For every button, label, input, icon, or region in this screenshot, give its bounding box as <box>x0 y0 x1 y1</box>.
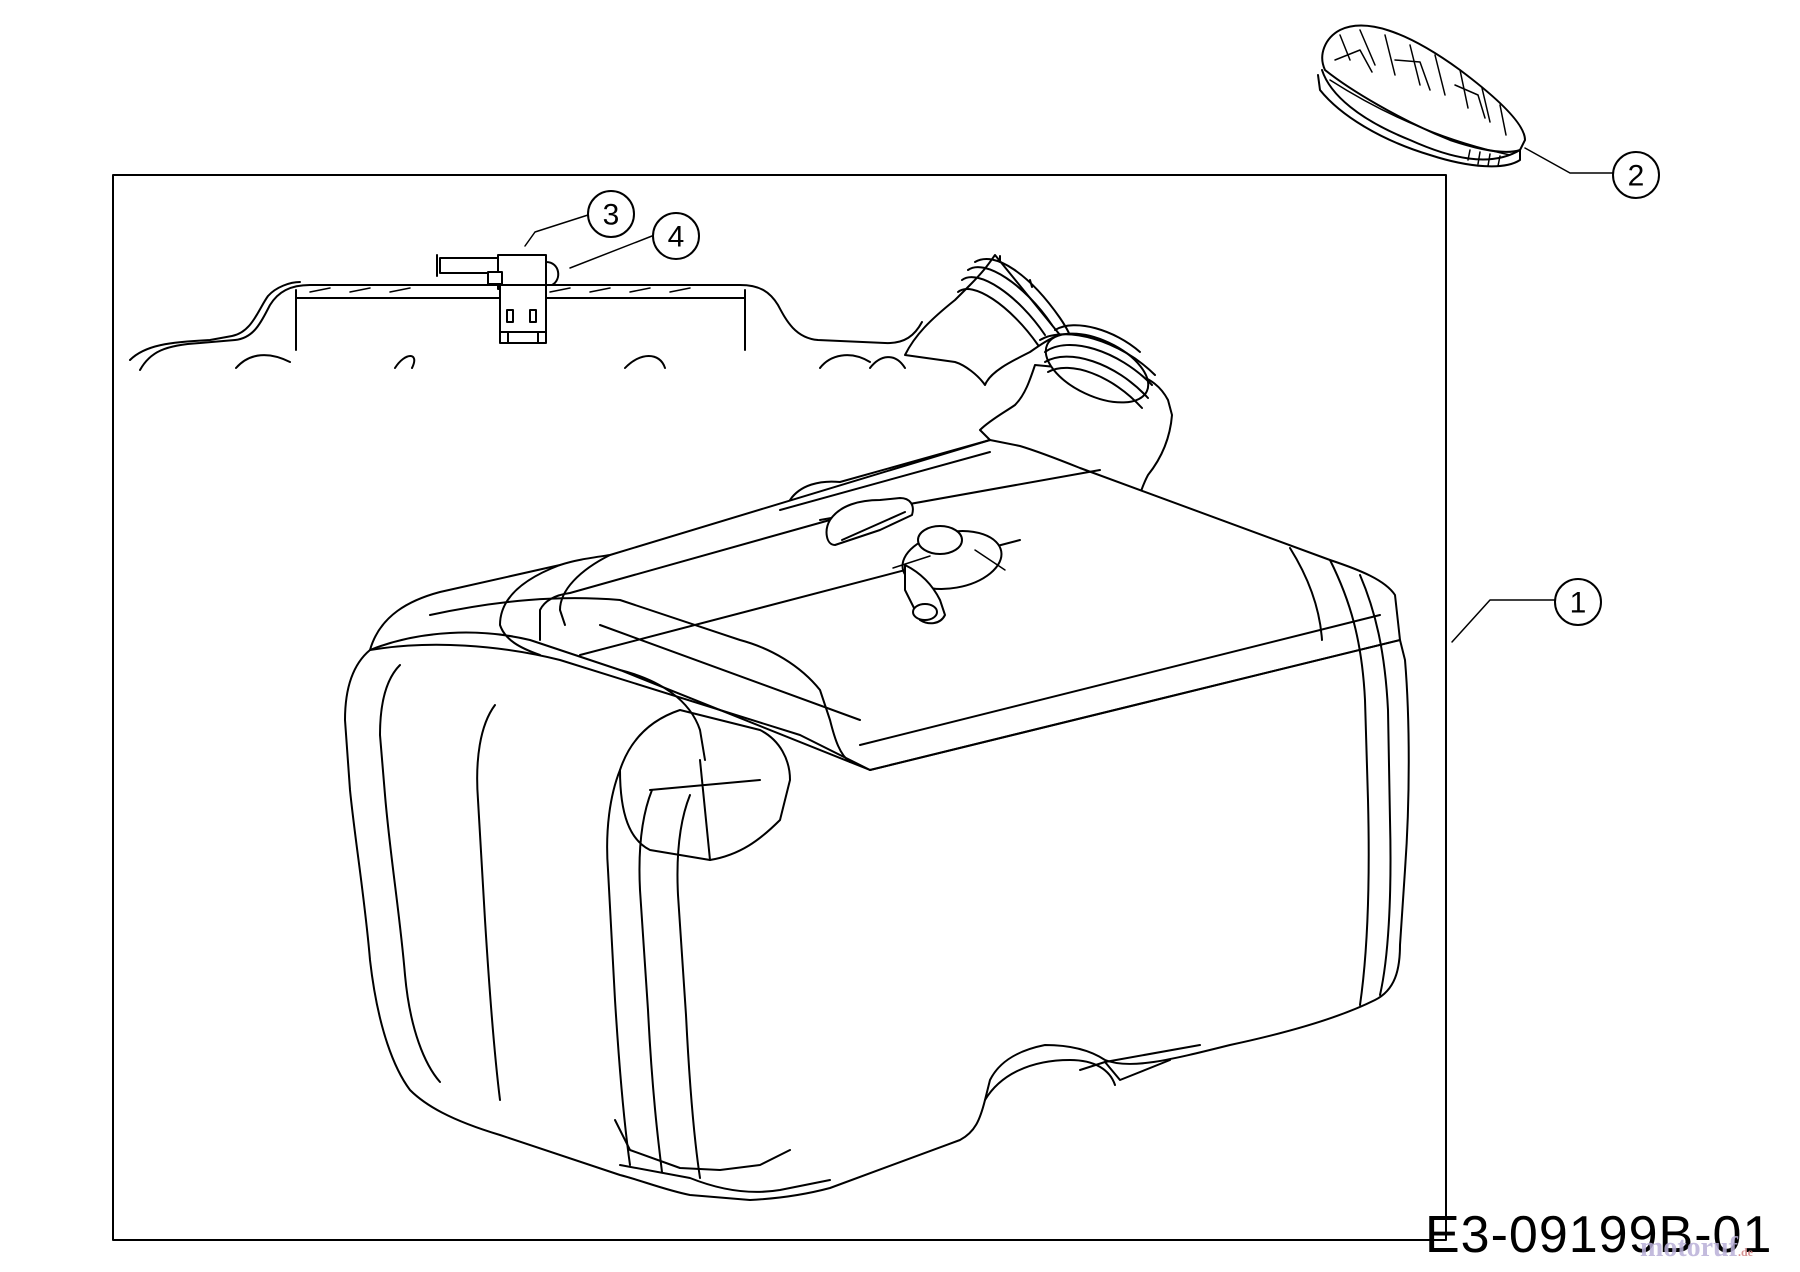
leader-lines <box>524 147 1614 643</box>
watermark-tld: .de <box>1737 1245 1753 1259</box>
callout-2: 2 <box>1612 151 1660 199</box>
fuel-cap-drawing <box>1317 24 1526 168</box>
callout-4: 4 <box>652 212 700 260</box>
callout-1: 1 <box>1554 578 1602 626</box>
callout-3-label: 3 <box>603 199 620 232</box>
assembly-frame <box>112 174 1447 1241</box>
drawing-id: E3-09199B-01 <box>1425 1206 1773 1264</box>
watermark-logo: motoruf.de <box>1640 1232 1753 1264</box>
fuel-tank-drawing <box>344 324 1410 1201</box>
watermark-text: motoruf <box>1640 1232 1738 1263</box>
callout-2-label: 2 <box>1628 160 1645 193</box>
callout-1-label: 1 <box>1570 587 1587 620</box>
callout-4-label: 4 <box>668 221 685 254</box>
tank-section-view <box>129 254 1073 386</box>
callout-3: 3 <box>587 190 635 238</box>
